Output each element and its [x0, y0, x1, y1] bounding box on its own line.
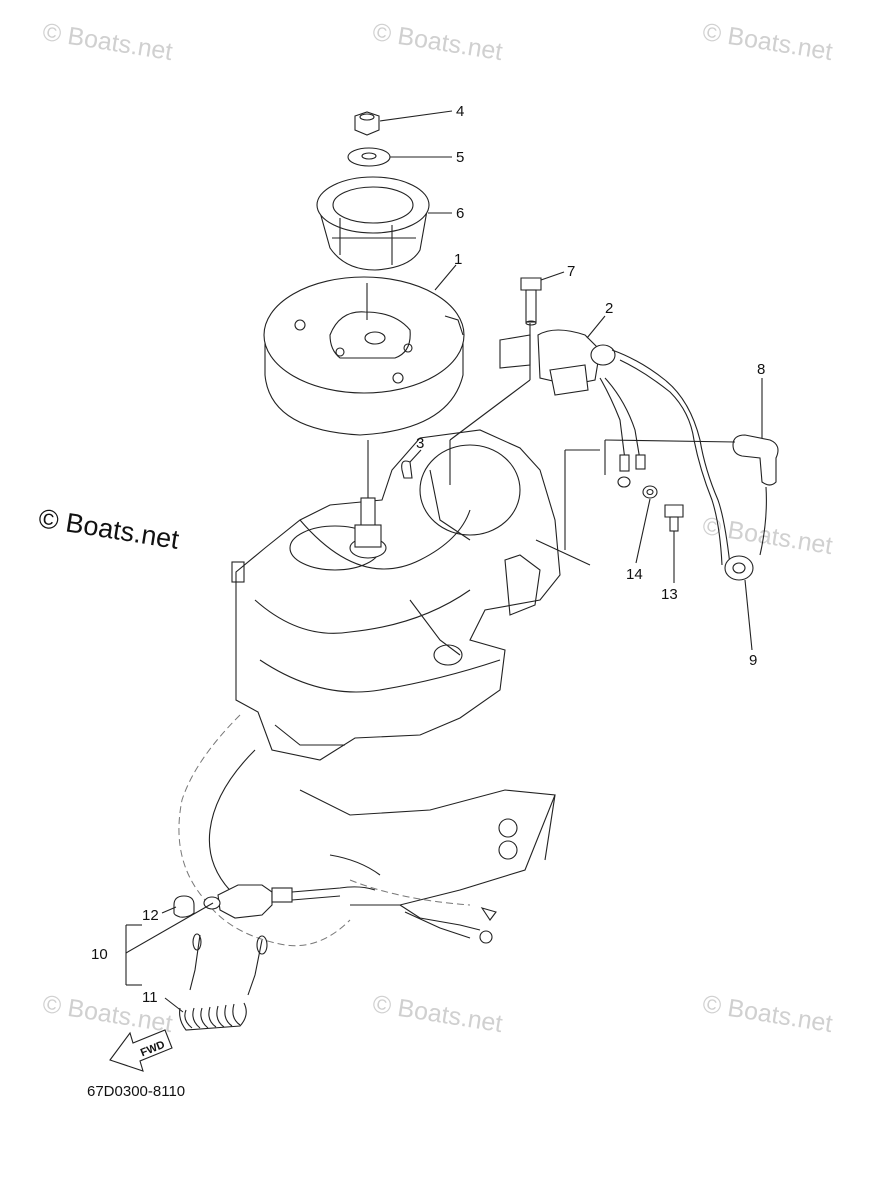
ring-terminal [617, 476, 631, 488]
callout-8: 8 [757, 361, 765, 378]
callout-5: 5 [456, 149, 464, 166]
ignition-coil [499, 329, 731, 566]
flywheel-magneto [263, 276, 465, 436]
leader-lines [125, 110, 763, 1013]
ground-screw [664, 504, 684, 532]
callout-11: 11 [142, 989, 158, 1006]
coil-bolt [520, 277, 542, 326]
callout-10: 10 [91, 946, 108, 963]
kill-switch-leads [399, 904, 497, 944]
callout-12: 12 [142, 907, 159, 924]
flywheel-nut [354, 111, 380, 136]
lock-plate-lanyard [179, 933, 268, 1031]
callout-4: 4 [456, 103, 464, 120]
callout-6: 6 [456, 205, 464, 222]
callout-7: 7 [567, 263, 575, 280]
forward-direction-arrow: FWD [109, 1029, 173, 1072]
lower-housing-outline [178, 714, 556, 947]
part-number: 67D0300-8110 [87, 1083, 186, 1100]
crankshaft [349, 497, 387, 559]
callout-1: 1 [454, 251, 462, 268]
callout-2: 2 [605, 300, 613, 317]
flywheel-washer [347, 147, 391, 167]
starter-pulley [316, 176, 430, 271]
callout-13: 13 [661, 586, 678, 603]
woodruff-key [401, 460, 413, 479]
engine-block [231, 429, 561, 761]
grommet [724, 555, 754, 581]
callout-labels: 1 2 3 4 5 6 7 8 9 10 11 12 13 14 [91, 103, 765, 1006]
callout-14: 14 [626, 566, 643, 583]
callout-3: 3 [416, 435, 424, 452]
stop-switch [203, 884, 376, 919]
callout-9: 9 [749, 652, 757, 669]
ground-washer [642, 485, 658, 499]
stop-switch-cap [173, 895, 195, 918]
spark-plug-cap [732, 434, 779, 556]
